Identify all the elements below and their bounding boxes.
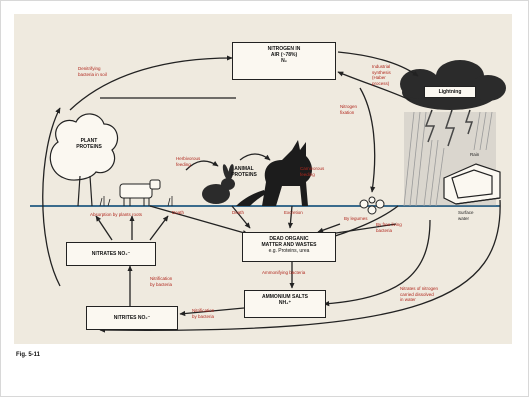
animal-proteins-line-1: ANIMAL <box>234 166 254 172</box>
rabbit-icon <box>202 164 235 204</box>
nitrogen-in-air-box: NITROGEN IN AIR (~78%) N₂ <box>232 42 336 80</box>
rain-icon <box>403 111 493 207</box>
rain-label: Rain <box>470 152 480 157</box>
nitrites-label: NITRITES NO₂⁻ <box>113 315 151 321</box>
dead-matter-line-2: MATTER AND WASTES <box>261 242 317 248</box>
lightning-bolt-icon <box>424 109 474 147</box>
excretion-label: Excretion <box>284 210 303 215</box>
lightning-label: Lightning <box>438 89 462 95</box>
death-label-1: Death <box>172 210 185 215</box>
ammonium-line-2: NH₄⁺ <box>278 300 292 306</box>
animal-proteins-label: ANIMAL PROTEINS <box>226 166 262 182</box>
cow-icon <box>119 179 161 206</box>
cycle-arrows <box>42 51 501 333</box>
legume-root-icon <box>359 196 385 215</box>
factory-icon <box>443 163 501 205</box>
ammonium-line-1: AMMONIUM SALTS <box>261 294 308 300</box>
absorption-label: Absorption by plants roots <box>90 212 143 217</box>
lightning-label-box: Lightning <box>424 86 476 98</box>
ammonifying-bacteria-label: Ammonifying bacteria <box>262 270 306 275</box>
plant-proteins-line-2: PROTEINS <box>76 144 102 150</box>
nitrogen-air-line-1: NITROGEN IN <box>267 46 301 52</box>
figure-label: Fig. 5-11 <box>16 352 41 358</box>
by-legumes-label: By legumes <box>344 216 368 221</box>
death-label-2: Death <box>232 210 245 215</box>
storm-cloud-icon <box>400 60 506 110</box>
dead-matter-line-1: DEAD ORGANIC <box>269 236 309 242</box>
tree-icon <box>49 113 119 207</box>
fox-icon <box>236 140 312 206</box>
plant-proteins-label: PLANT PROTEINS <box>74 138 104 156</box>
dead-matter-line-3: e.g. Proteins, urea <box>268 248 310 254</box>
animal-proteins-line-2: PROTEINS <box>231 172 257 178</box>
plant-proteins-line-1: PLANT <box>80 138 98 144</box>
nitrates-label: NITRATES NO₃⁻ <box>91 251 131 257</box>
grass-icon <box>99 196 173 207</box>
dead-organic-matter-box: DEAD ORGANIC MATTER AND WASTES e.g. Prot… <box>242 232 336 262</box>
nitrates-box: NITRATES NO₃⁻ <box>66 242 156 266</box>
nitrogen-air-line-3: N₂ <box>281 58 287 64</box>
ammonium-salts-box: AMMONIUM SALTS NH₄⁺ <box>244 290 326 318</box>
nitrites-box: NITRITES NO₂⁻ <box>86 306 178 330</box>
nitrogen-air-line-2: AIR (~78%) <box>270 52 298 58</box>
